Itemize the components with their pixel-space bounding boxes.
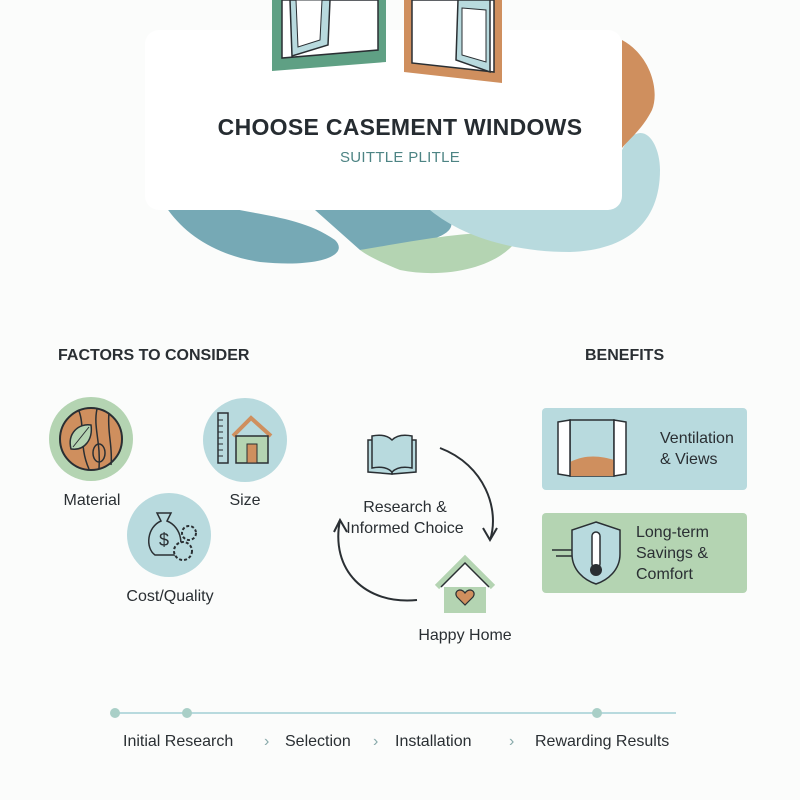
page-title: CHOOSE CASEMENT WINDOWS xyxy=(217,114,583,140)
wood-leaf-icon xyxy=(49,397,133,481)
benefit-card-ventilation: Ventilation & Views xyxy=(542,408,747,490)
timeline-dot xyxy=(182,708,192,718)
factor-cost-quality-label: Cost/Quality xyxy=(126,588,214,605)
timeline-step-installation: Installation xyxy=(395,733,472,750)
timeline-step-selection: Selection xyxy=(285,733,351,750)
benefit-ventilation-text: Ventilation & Views xyxy=(660,428,734,470)
orange-window-icon xyxy=(404,0,502,83)
timeline-dot xyxy=(592,708,602,718)
benefit-ventilation-line1: Ventilation xyxy=(660,430,734,447)
shield-thermometer-icon xyxy=(552,521,621,585)
book-icon xyxy=(367,434,417,475)
benefit-savings-line3: Comfort xyxy=(636,565,693,583)
timeline-step-rewarding-results: Rewarding Results xyxy=(535,733,670,750)
timeline-track xyxy=(110,708,676,718)
ruler-house-icon xyxy=(203,398,287,482)
cycle-research-line1: Research & xyxy=(363,499,447,516)
cycle-home-label: Happy Home xyxy=(418,627,512,644)
open-window-icon xyxy=(557,419,627,477)
page-subtitle: SUITTLE PLITLE xyxy=(339,149,461,166)
cycle-research-line2: Informed Choice xyxy=(346,520,464,537)
benefit-savings-line1: Long-term xyxy=(636,523,709,541)
chevron-right-icon: › xyxy=(373,733,379,750)
header-background-shapes xyxy=(145,0,660,274)
factor-size-label: Size xyxy=(229,492,261,509)
benefit-card-savings: Long-term Savings & Comfort xyxy=(542,513,747,593)
benefit-savings-text: Long-term Savings & Comfort xyxy=(636,522,709,585)
timeline-dot xyxy=(110,708,120,718)
cycle-research-label: Research & Informed Choice xyxy=(330,497,480,539)
svg-text:$: $ xyxy=(159,530,169,550)
factor-material-label: Material xyxy=(63,492,121,509)
green-window-icon xyxy=(272,0,386,71)
cycle-arrows xyxy=(333,447,498,602)
house-heart-icon xyxy=(434,554,496,613)
factors-heading: FACTORS TO CONSIDER xyxy=(58,347,250,364)
benefit-savings-line2: Savings & xyxy=(636,544,709,562)
timeline-step-initial-research: Initial Research xyxy=(123,733,234,750)
money-bag-gears-icon: $ xyxy=(127,493,211,577)
chevron-right-icon: › xyxy=(264,733,270,750)
benefits-heading: BENEFITS xyxy=(585,347,665,364)
benefit-ventilation-line2: & Views xyxy=(660,451,718,468)
chevron-right-icon: › xyxy=(509,733,515,750)
